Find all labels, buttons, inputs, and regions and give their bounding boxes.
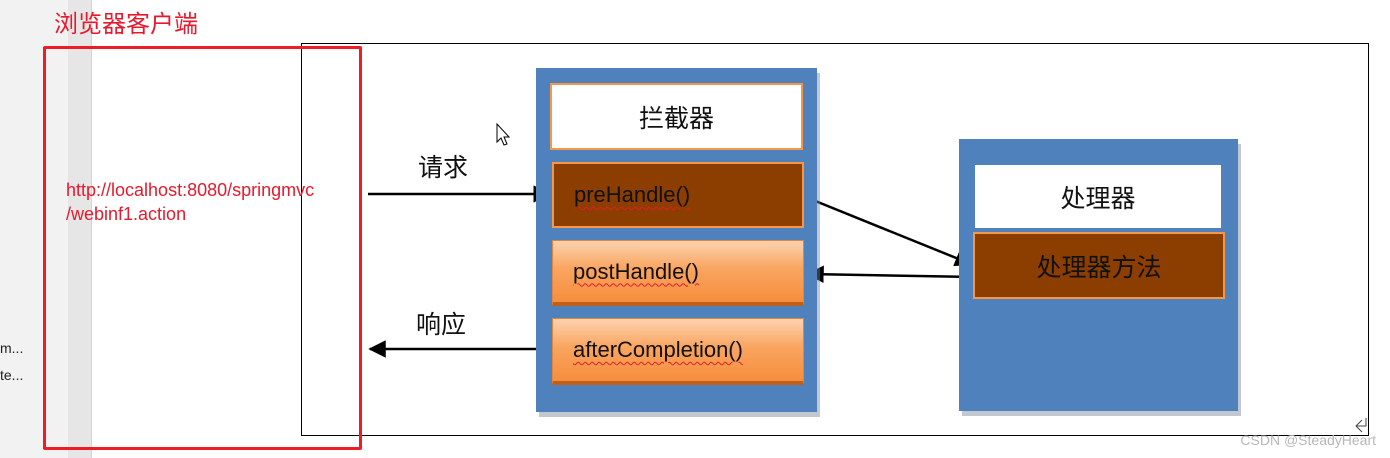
response-label: 响应: [416, 310, 467, 339]
handler-method-box: 处理器方法: [973, 232, 1225, 299]
request-url: http://localhost:8080/springmvc /webinf1…: [66, 180, 315, 224]
resize-handle-icon: [1355, 418, 1367, 433]
posthandle-label: postHandle(): [573, 258, 699, 284]
request-label: 请求: [418, 153, 469, 182]
handler-to-posthandle-arrow: [806, 265, 976, 284]
aftercompletion-label: afterCompletion(): [573, 337, 743, 362]
watermark: CSDN @SteadyHeart: [1240, 432, 1376, 448]
prehandle-label: preHandle(): [574, 182, 691, 207]
prehandle-box: preHandle(): [552, 162, 804, 228]
aftercompletion-box: afterCompletion(): [552, 318, 804, 385]
handler-method-label: 处理器方法: [1036, 252, 1162, 282]
posthandle-box: postHandle(): [552, 240, 804, 306]
thumbnail-scrollbar[interactable]: [68, 0, 92, 458]
interceptor-title-box: 拦截器: [550, 83, 803, 150]
browser-client-outline: [43, 46, 362, 450]
slide-thumbnail-panel[interactable]: m... te...: [0, 0, 68, 458]
cursor-icon: [496, 122, 511, 146]
browser-client-title: 浏览器客户端: [54, 10, 198, 38]
handler-title-box: 处理器: [975, 165, 1221, 228]
interceptor-title: 拦截器: [638, 103, 714, 133]
thumbnail-text-1: m...: [0, 340, 24, 356]
thumbnail-text-2: te...: [0, 367, 24, 383]
handler-title: 处理器: [1060, 183, 1136, 213]
prehandle-to-handler-arrow: [802, 194, 973, 267]
